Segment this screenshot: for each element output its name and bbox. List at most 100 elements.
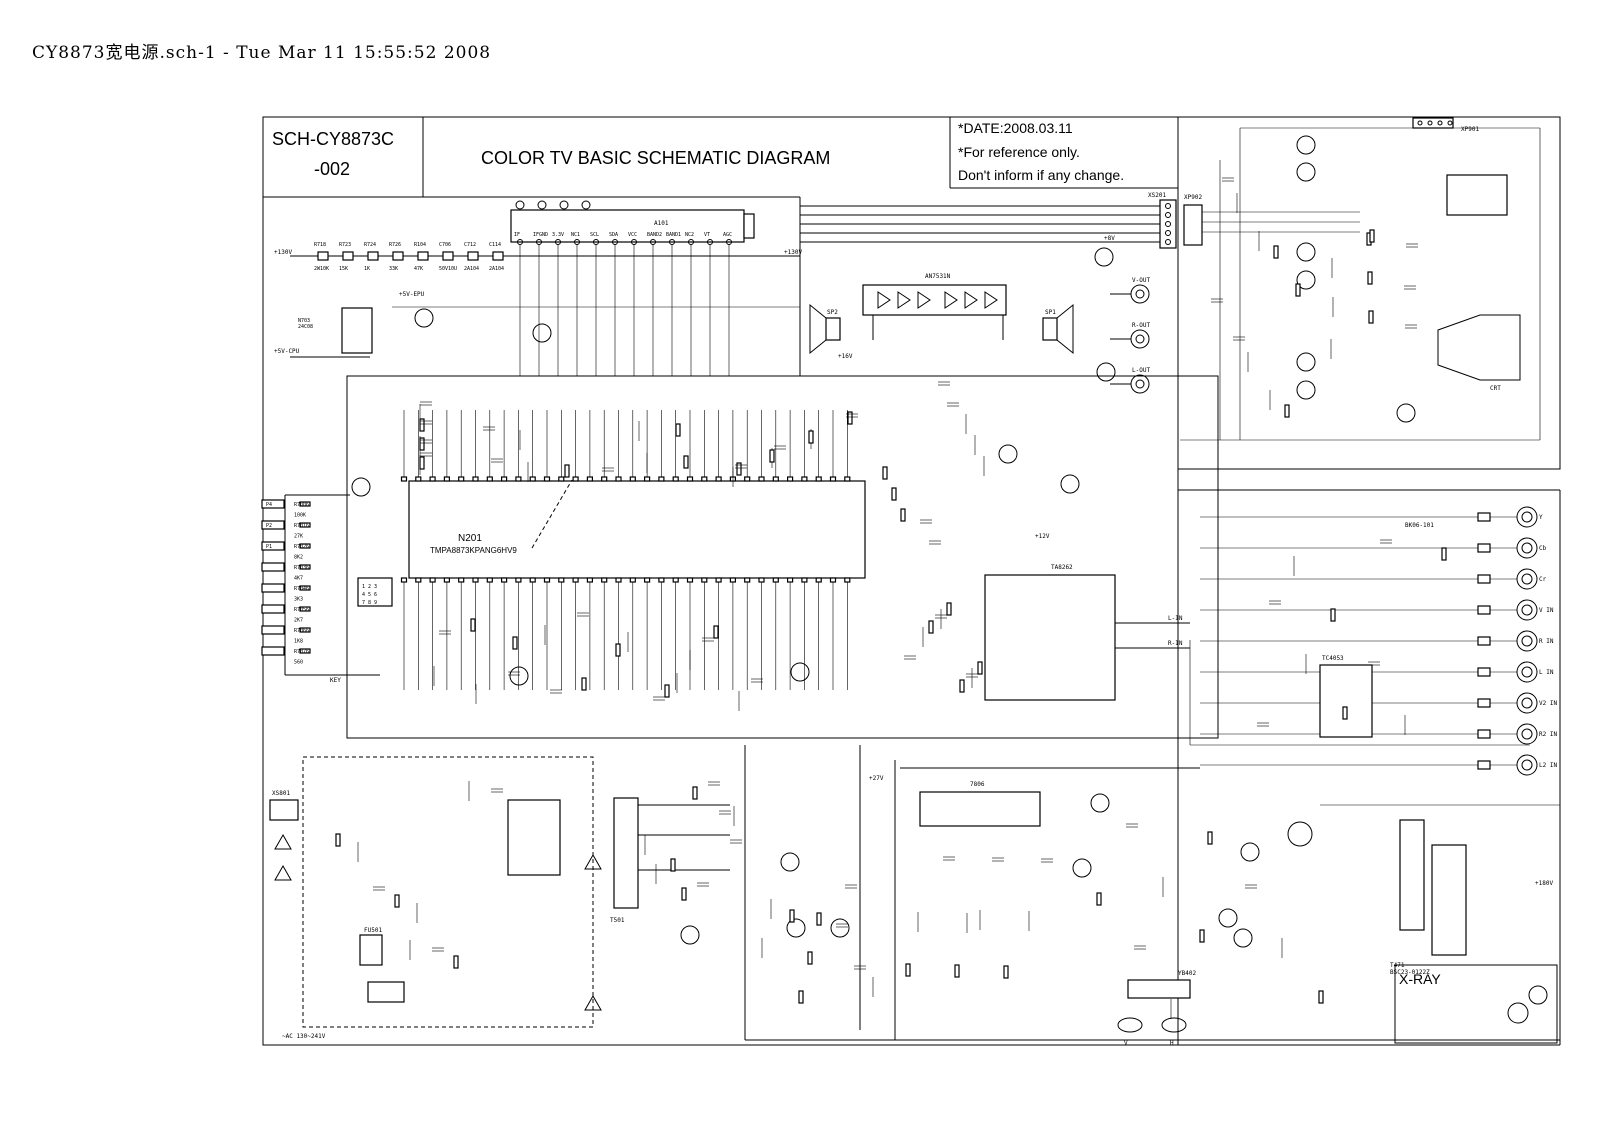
resistor xyxy=(1477,574,1491,584)
ic-pin xyxy=(758,476,765,482)
resistor-value: 2A104 xyxy=(489,266,504,272)
crt-board-border xyxy=(1177,116,1561,470)
av-jack-label: V IN xyxy=(1539,607,1554,614)
reference-note: *For reference only. xyxy=(958,144,1080,160)
keypad-switch xyxy=(261,562,285,572)
ic-pin xyxy=(558,577,565,583)
xs801-label: XS801 xyxy=(272,790,290,797)
ic-pin xyxy=(829,476,837,482)
audio-out-label: L-OUT xyxy=(1132,367,1150,374)
sp2-label: SP2 xyxy=(827,309,838,316)
resistor-value: 4K7 xyxy=(294,576,303,582)
av-jack-label: R IN xyxy=(1539,638,1554,645)
title-model-box xyxy=(262,116,424,198)
av-jack xyxy=(1516,599,1538,621)
ic-pin xyxy=(615,476,622,482)
xp902-connector xyxy=(1183,204,1203,246)
supply-label: +27V xyxy=(869,775,884,782)
av-proc-part: TA8262 xyxy=(1051,564,1073,571)
ic-pin xyxy=(558,476,565,482)
resistor-value: R7016 xyxy=(294,523,309,529)
ic-pin xyxy=(715,577,722,583)
resistor-value: R7006 xyxy=(294,502,309,508)
av-jack-label: V2 IN xyxy=(1539,700,1557,707)
ic-pin xyxy=(629,577,636,583)
ic-pin xyxy=(472,577,479,583)
ic-pin xyxy=(801,476,808,482)
resistor xyxy=(299,585,311,591)
audio-processor: TA8262 L-IN R-IN xyxy=(984,564,1190,701)
av-jack xyxy=(1516,568,1538,590)
resistor xyxy=(299,564,311,570)
resistor-value: 47K xyxy=(414,266,423,272)
av-jack-label: Cr xyxy=(1539,576,1547,583)
resistor-value: 3K3 xyxy=(294,597,303,603)
yoke-v: V xyxy=(1124,1040,1128,1047)
pwm-ic xyxy=(507,799,561,876)
ic-pin xyxy=(443,577,450,583)
ic-pin xyxy=(829,577,837,583)
ic-pin xyxy=(744,577,751,583)
tuner-pin-label: NC1 xyxy=(571,232,580,238)
resistor-value: R7026 xyxy=(294,544,309,550)
tuner-pin-label: IFGND xyxy=(533,232,548,238)
ac-in-label: ~AC 130~241V xyxy=(282,1033,326,1040)
resistor-value: 100K xyxy=(294,513,306,519)
resistor-value: R7066 xyxy=(294,628,309,634)
ic-pin xyxy=(515,577,522,583)
ic-pin xyxy=(772,476,779,482)
av-jack-label: L2 IN xyxy=(1539,762,1557,769)
resistor-value: R7076 xyxy=(294,649,309,655)
resistor-ref: R718 xyxy=(314,242,326,248)
resistor xyxy=(1477,760,1491,770)
ic-pin xyxy=(472,476,479,482)
rca-jack xyxy=(1130,374,1150,394)
model-number: SCH-CY8873C xyxy=(272,129,394,149)
keypad-switch xyxy=(261,583,285,593)
top-left-network: +130V +5V-CPU N703 24C08 R7182W10KR72315… xyxy=(274,242,800,358)
tuner-pin-label: BAND2 xyxy=(647,232,662,238)
ic-pin xyxy=(415,577,422,583)
av-jack-label: Cb xyxy=(1539,545,1547,552)
av-jack-label: Y xyxy=(1539,514,1543,521)
audio-out-label: V-OUT xyxy=(1132,277,1150,284)
resistor-ref: R726 xyxy=(389,242,401,248)
supply-label: +5V-EPU xyxy=(399,291,425,298)
transistors xyxy=(351,247,1313,948)
ic-pin xyxy=(758,577,765,583)
regulator-n401: 7806 xyxy=(894,760,1200,1040)
ic-pin xyxy=(543,577,551,583)
ic-pin xyxy=(486,577,493,583)
date-note: *DATE:2008.03.11 xyxy=(958,120,1073,136)
resistor xyxy=(342,251,354,261)
supply-label: +180V xyxy=(1535,880,1553,887)
resistor xyxy=(1477,698,1491,708)
resistor xyxy=(467,251,479,261)
av-jack xyxy=(1516,661,1538,683)
keypad-switch xyxy=(261,520,285,530)
av-jack xyxy=(1516,630,1538,652)
resistor-value: 560 xyxy=(294,660,303,666)
ic-pin xyxy=(686,577,694,583)
ic-pin xyxy=(529,577,536,583)
switch-ref: P1 xyxy=(266,544,272,550)
svg-text:+130V: +130V xyxy=(274,249,292,256)
ic-pin xyxy=(501,577,508,583)
ic-pin xyxy=(458,476,465,482)
av-jack xyxy=(1516,754,1538,776)
fuse-fu501 xyxy=(359,934,383,966)
resistor xyxy=(442,251,454,261)
tuner-pin-label: BAND1 xyxy=(666,232,681,238)
resistor xyxy=(299,543,311,549)
power-switch xyxy=(367,981,405,1003)
flyback-t471: T471 BSC23-0122Z xyxy=(1320,804,1560,976)
ic-pin xyxy=(415,476,422,482)
ic-pin xyxy=(400,577,408,583)
ic-pin xyxy=(572,476,579,482)
tuner-ref: A101 xyxy=(654,220,669,227)
ic-pin xyxy=(672,476,679,482)
resistor xyxy=(1477,605,1491,615)
